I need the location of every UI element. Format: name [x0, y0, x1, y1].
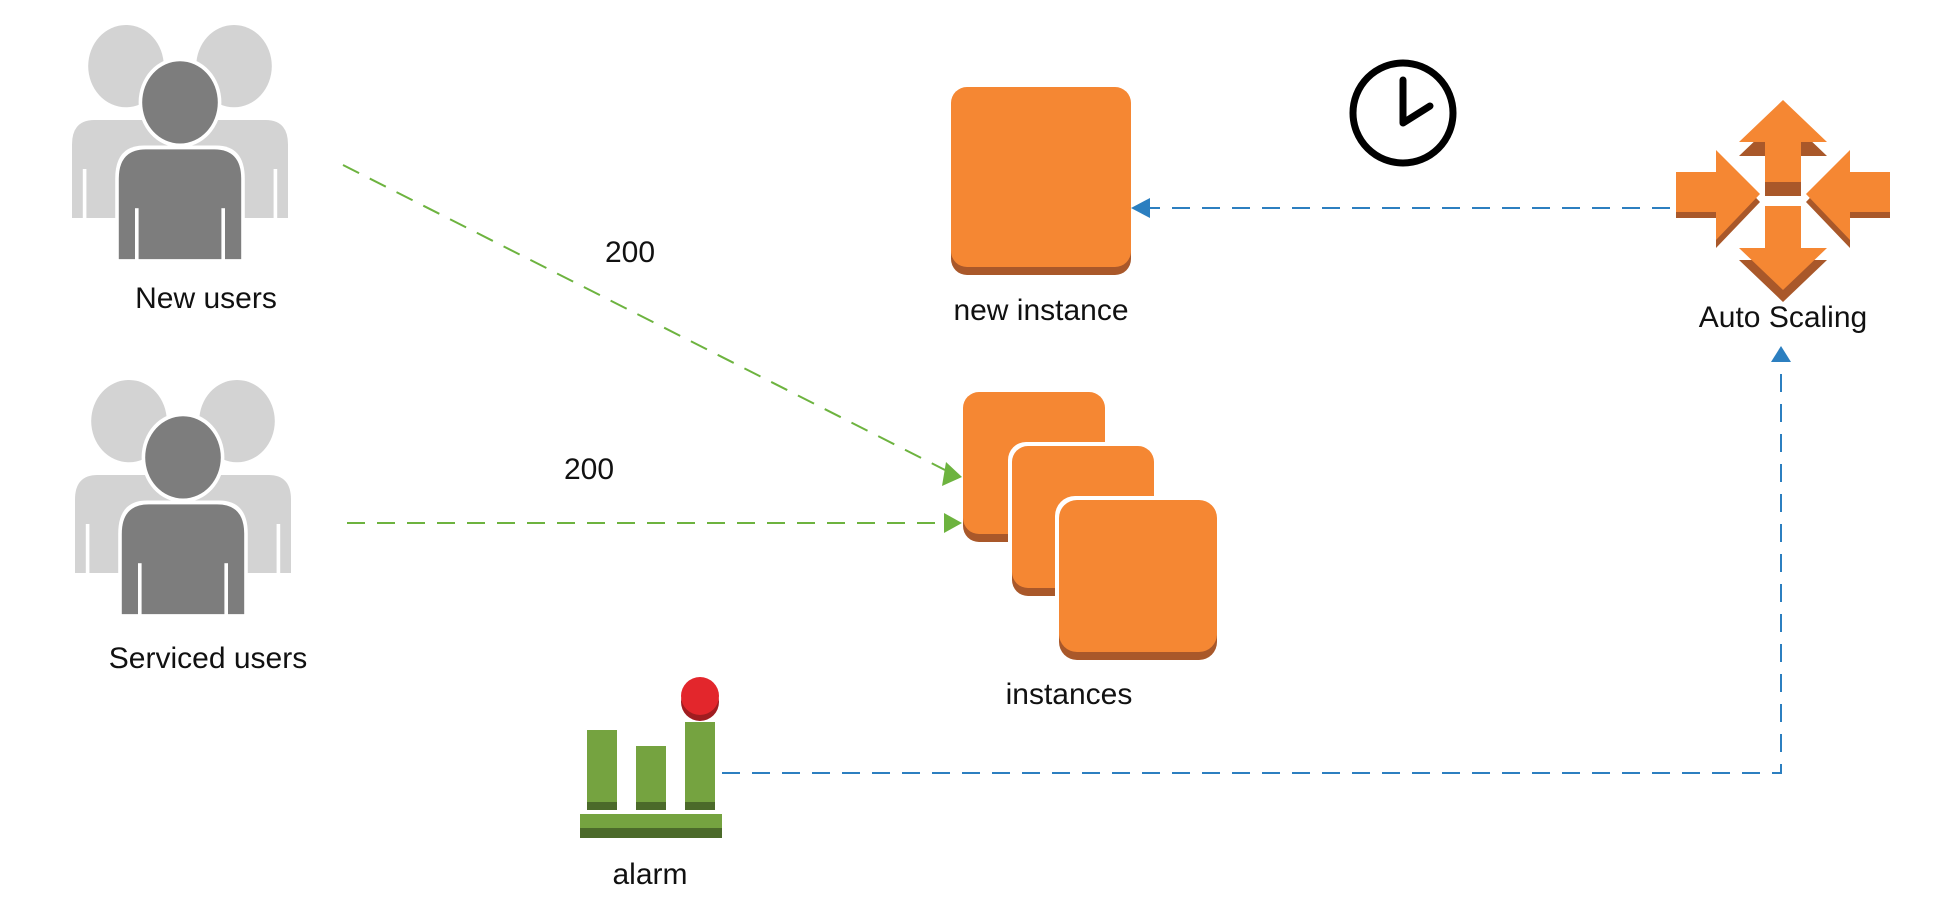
- traffic-connectors: [342, 164, 962, 533]
- new-users-label: New users: [135, 282, 277, 315]
- alarm-connector: [722, 365, 1782, 774]
- serviced-users-label: Serviced users: [109, 642, 307, 675]
- instances-node: instances: [963, 392, 1221, 711]
- alarm-label: alarm: [612, 858, 687, 891]
- alarm-arrowhead: [1771, 346, 1791, 362]
- new-users-count-label: 200: [605, 236, 655, 269]
- user-group-icon: [75, 379, 291, 619]
- cloudwatch-alarm-icon: [580, 677, 722, 838]
- serviced-users-arrowhead: [944, 513, 962, 533]
- alarm-node: alarm: [580, 677, 722, 891]
- new-users-connector: [342, 164, 946, 471]
- scale-out-arrowhead: [1131, 198, 1150, 218]
- new-users-arrowhead: [942, 462, 962, 486]
- clock-icon: [1349, 59, 1457, 167]
- auto-scaling-icon: [1676, 100, 1890, 302]
- user-group-icon: [72, 24, 288, 264]
- new-instance-label: new instance: [953, 294, 1128, 327]
- ec2-instances-icon: [963, 392, 1221, 662]
- serviced-users-node: Serviced users: [75, 379, 307, 675]
- new-users-node: New users: [72, 24, 288, 315]
- ec2-instance-icon: [951, 87, 1131, 275]
- instances-label: instances: [1006, 678, 1133, 711]
- auto-scaling-label: Auto Scaling: [1699, 301, 1867, 334]
- new-instance-node: new instance: [951, 87, 1131, 327]
- auto-scaling-node: Auto Scaling: [1676, 100, 1890, 334]
- serviced-users-count-label: 200: [564, 453, 614, 486]
- scaling-connectors: [722, 198, 1791, 774]
